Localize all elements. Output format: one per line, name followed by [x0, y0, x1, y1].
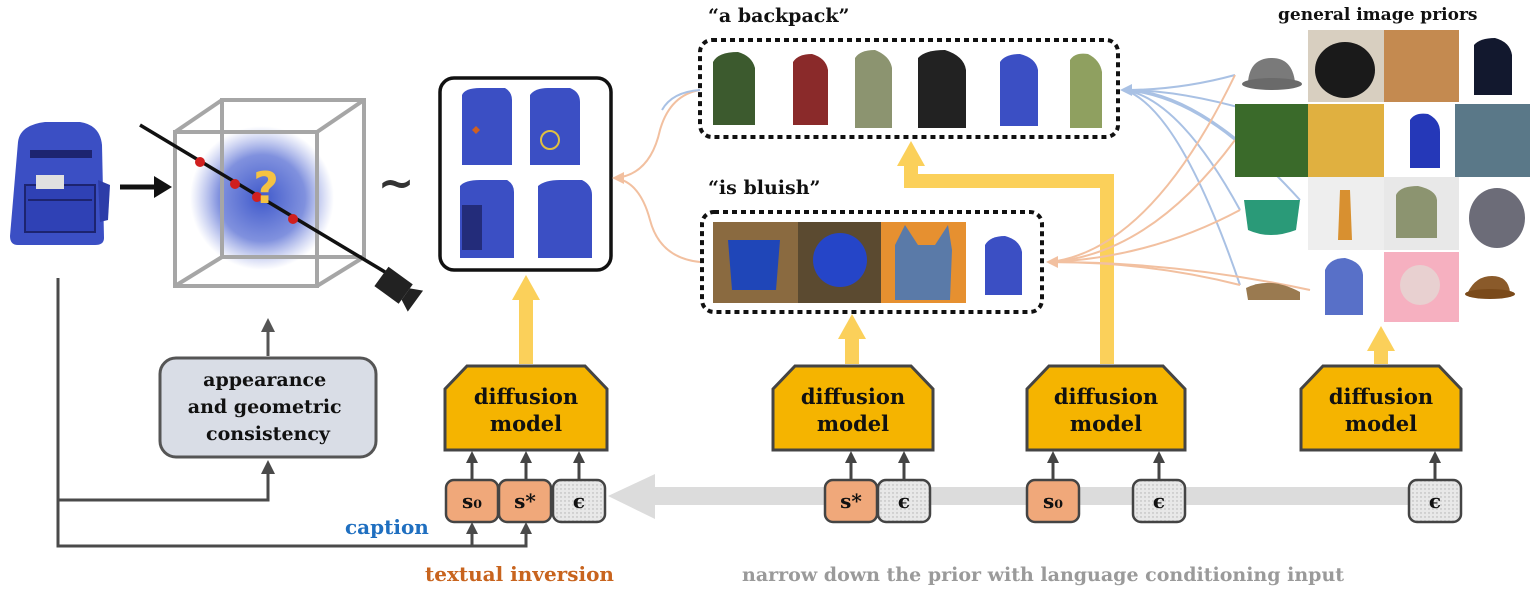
- token-sstar-1: [497, 478, 553, 524]
- token-s0-1-label: s₀: [462, 489, 482, 513]
- consistency-label: appearance and geometric consistency: [188, 369, 348, 445]
- token-eps-3: [1131, 478, 1187, 524]
- diffusion-model-1-line-2: model: [490, 411, 562, 436]
- unknown-question-mark: ?: [253, 163, 279, 214]
- diffusion-model-2: [771, 364, 935, 452]
- diffusion-model-1: [443, 364, 609, 452]
- diffusion-model-4: [1299, 364, 1463, 452]
- backpack-photo: [10, 122, 110, 245]
- diffusion-model-3-line-2: model: [1070, 411, 1142, 436]
- backpack-prompt-label: “a backpack”: [708, 5, 849, 27]
- narrow-prior-label: narrow down the prior with language cond…: [742, 564, 1344, 586]
- backpack-samples-box: [698, 38, 1120, 139]
- token-eps-1-label: ϵ: [573, 489, 585, 513]
- token-sstar-1-label: s*: [514, 489, 536, 513]
- curve-arrow-orange: [1046, 256, 1058, 268]
- token-arrowheads: [466, 451, 1441, 463]
- token-eps-2-label: ϵ: [898, 489, 910, 513]
- consistency-box: [158, 356, 378, 459]
- token-eps-1: [551, 478, 607, 524]
- curve-arrow-samples: [612, 172, 624, 184]
- diffusion-model-1-line-1: diffusion: [474, 384, 578, 409]
- generated-samples-box: [438, 76, 613, 272]
- token-eps-4: [1407, 478, 1463, 524]
- diffusion-model-2-line-1: diffusion: [801, 384, 905, 409]
- caption-connectors: [56, 278, 528, 548]
- token-eps-2: [876, 478, 932, 524]
- consistency-line-2: and geometric: [188, 396, 342, 418]
- diffusion-model-3-line-1: diffusion: [1054, 384, 1158, 409]
- token-s0-3: [1025, 478, 1081, 524]
- token-arrows: [470, 462, 1437, 480]
- input-arrow: [120, 176, 172, 198]
- bluish-prompt-label: “is bluish”: [708, 177, 820, 199]
- consistency-line-1: appearance: [203, 369, 326, 391]
- caption-label: caption: [345, 515, 429, 539]
- textual-inversion-label: textual inversion: [425, 562, 614, 586]
- token-boxes: [444, 478, 1463, 524]
- diffusion-model-2-line-2: model: [817, 411, 889, 436]
- diffusion-model-4-line-1: diffusion: [1329, 384, 1433, 409]
- bluish-samples-box: [700, 210, 1044, 314]
- camera-icon: [374, 266, 424, 312]
- consistency-arrow: [261, 318, 275, 356]
- token-eps-3-label: ϵ: [1153, 489, 1165, 513]
- diffusion-model-3: [1025, 364, 1187, 452]
- general-priors-label: general image priors: [1278, 5, 1477, 25]
- curve-arrow-blue: [1120, 84, 1132, 96]
- token-s0-3-label: s₀: [1043, 489, 1063, 513]
- consistency-line-3: consistency: [206, 423, 331, 445]
- tilde-symbol: ~: [378, 158, 415, 209]
- nerf-cube: [139, 98, 386, 288]
- prior-image-grid: [1235, 30, 1530, 322]
- token-eps-4-label: ϵ: [1429, 489, 1441, 513]
- yellow-arrows: [512, 141, 1395, 364]
- token-sstar-2-label: s*: [840, 489, 862, 513]
- diffusion-model-4-line-2: model: [1345, 411, 1417, 436]
